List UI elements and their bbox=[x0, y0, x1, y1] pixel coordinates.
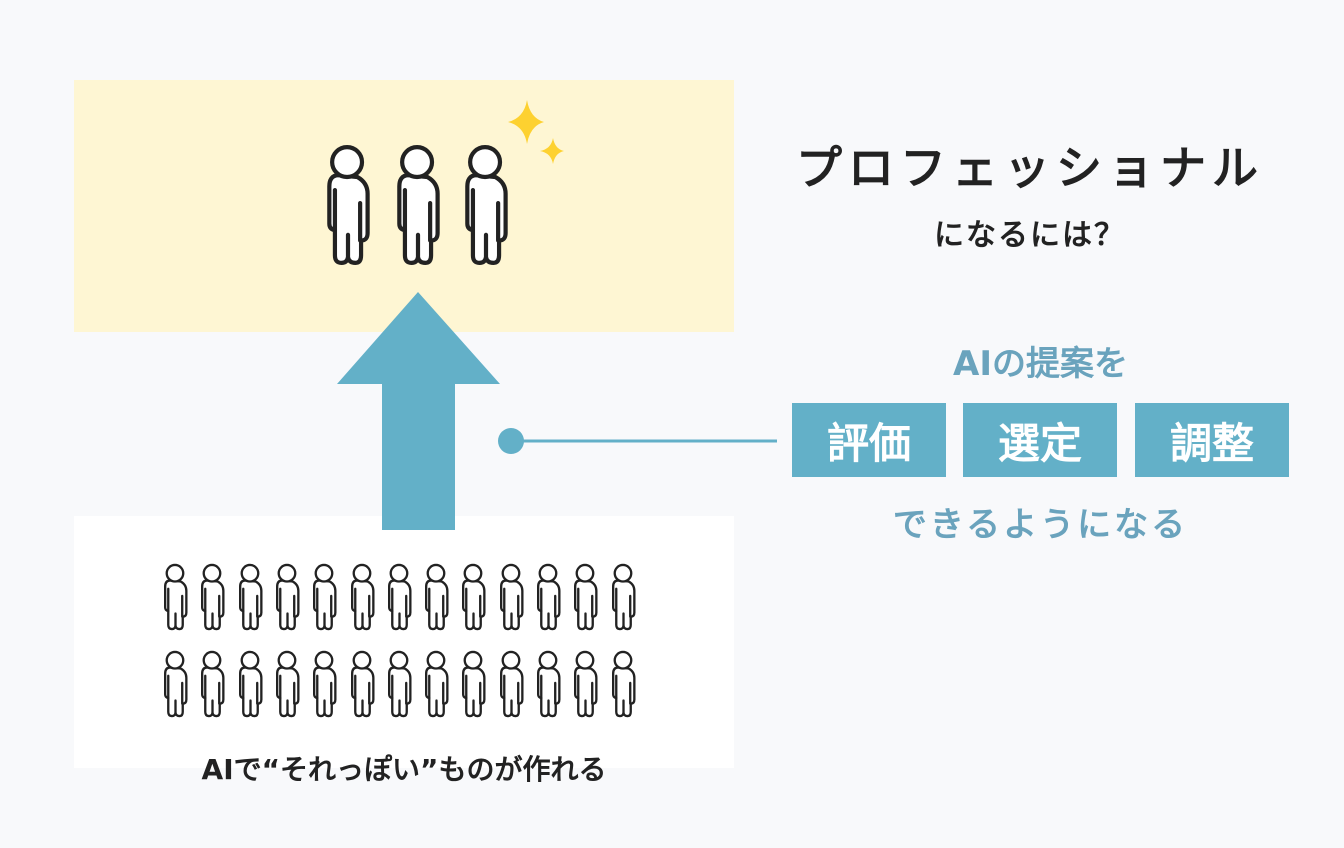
crowd-person-icon bbox=[235, 559, 266, 635]
professional-person-icon bbox=[320, 138, 376, 272]
crowd-person-icon bbox=[421, 559, 452, 635]
skill-select: 選定 bbox=[963, 403, 1117, 477]
crowd-person-icon bbox=[235, 646, 266, 722]
crowd-person-icon bbox=[570, 559, 601, 635]
crowd-person-icon bbox=[384, 559, 415, 635]
crowd-person-icon bbox=[160, 646, 191, 722]
crowd-person-icon bbox=[384, 646, 415, 722]
crowd-person-icon bbox=[309, 559, 340, 635]
crowd-person-icon bbox=[533, 646, 564, 722]
crowd-person-icon bbox=[533, 559, 564, 635]
connector-line bbox=[498, 428, 777, 454]
crowd-person-icon bbox=[272, 559, 303, 635]
crowd-person-icon bbox=[570, 646, 601, 722]
beginner-area bbox=[74, 516, 734, 768]
crowd-person-icon bbox=[458, 559, 489, 635]
sparkle-icon bbox=[508, 100, 564, 164]
skill-evaluate: 評価 bbox=[792, 403, 946, 477]
professional-person-icon bbox=[390, 138, 446, 272]
crowd-person-icon bbox=[197, 559, 228, 635]
crowd-caption: AIで“それっぽい”ものが作れる bbox=[201, 753, 607, 786]
crowd-person-icon bbox=[458, 646, 489, 722]
crowd-person-icon bbox=[309, 646, 340, 722]
up-arrow-icon bbox=[337, 292, 500, 530]
crowd-person-icon bbox=[272, 646, 303, 722]
crowd-person-icon bbox=[197, 646, 228, 722]
crowd-person-icon bbox=[496, 646, 527, 722]
crowd-person-icon bbox=[347, 559, 378, 635]
can-do-label: できるようになる bbox=[892, 505, 1189, 545]
crowd-person-icon bbox=[160, 559, 191, 635]
crowd-person-icon bbox=[608, 646, 639, 722]
crowd-person-icon bbox=[347, 646, 378, 722]
crowd-person-icon bbox=[496, 559, 527, 635]
page-subtitle: になるには？ bbox=[934, 218, 1126, 253]
skill-adjust: 調整 bbox=[1135, 403, 1289, 477]
page-title: プロフェッショナル bbox=[796, 141, 1264, 195]
crowd-person-icon bbox=[608, 559, 639, 635]
ai-proposal-label: AIの提案を bbox=[953, 344, 1128, 384]
crowd-person-icon bbox=[421, 646, 452, 722]
